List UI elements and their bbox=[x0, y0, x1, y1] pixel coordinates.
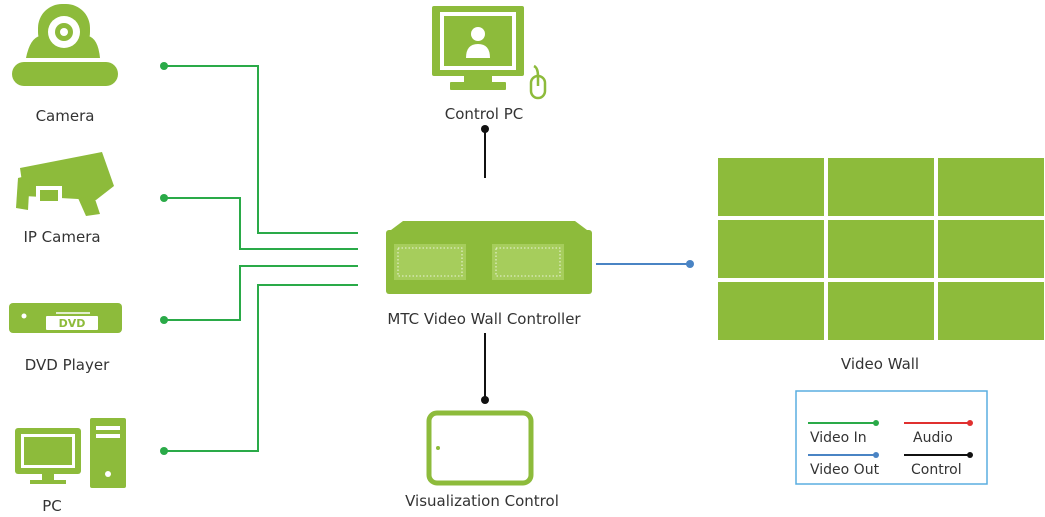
pc-label: PC bbox=[42, 497, 62, 515]
camera-label: Camera bbox=[35, 107, 95, 125]
ip-camera-icon bbox=[16, 152, 114, 216]
legend-box bbox=[795, 390, 988, 485]
video-in-lines bbox=[164, 65, 358, 452]
legend-video-in-dot bbox=[873, 420, 879, 426]
pc-icon bbox=[15, 418, 126, 488]
legend-audio-dot bbox=[967, 420, 973, 426]
video-wall-icon bbox=[718, 158, 1044, 340]
controller-icon bbox=[386, 221, 592, 294]
control-pc-label: Control PC bbox=[444, 105, 524, 123]
control-pc-icon bbox=[432, 6, 524, 90]
control-dots bbox=[481, 125, 489, 404]
legend-control-dot bbox=[967, 452, 973, 458]
video-out-dot bbox=[686, 260, 694, 268]
ip-camera-label: IP Camera bbox=[23, 228, 101, 246]
video-in-dots bbox=[160, 62, 168, 455]
legend-audio-label: Audio bbox=[913, 430, 953, 446]
visualization-control-label: Visualization Control bbox=[405, 492, 559, 510]
video-wall-label: Video Wall bbox=[840, 355, 920, 373]
tablet-icon bbox=[426, 410, 534, 486]
legend-video-in-label: Video In bbox=[810, 430, 867, 446]
controller-label: MTC Video Wall Controller bbox=[387, 310, 581, 328]
legend-control-label: Control bbox=[911, 462, 962, 478]
legend-video-out-label: Video Out bbox=[810, 462, 880, 478]
legend-video-out-dot bbox=[873, 452, 879, 458]
dvd-player-icon: DVD bbox=[9, 303, 122, 333]
dvd-player-label: DVD Player bbox=[24, 356, 110, 374]
camera-icon bbox=[12, 4, 118, 86]
dvd-text: DVD bbox=[59, 317, 86, 330]
mouse-icon bbox=[529, 64, 547, 100]
